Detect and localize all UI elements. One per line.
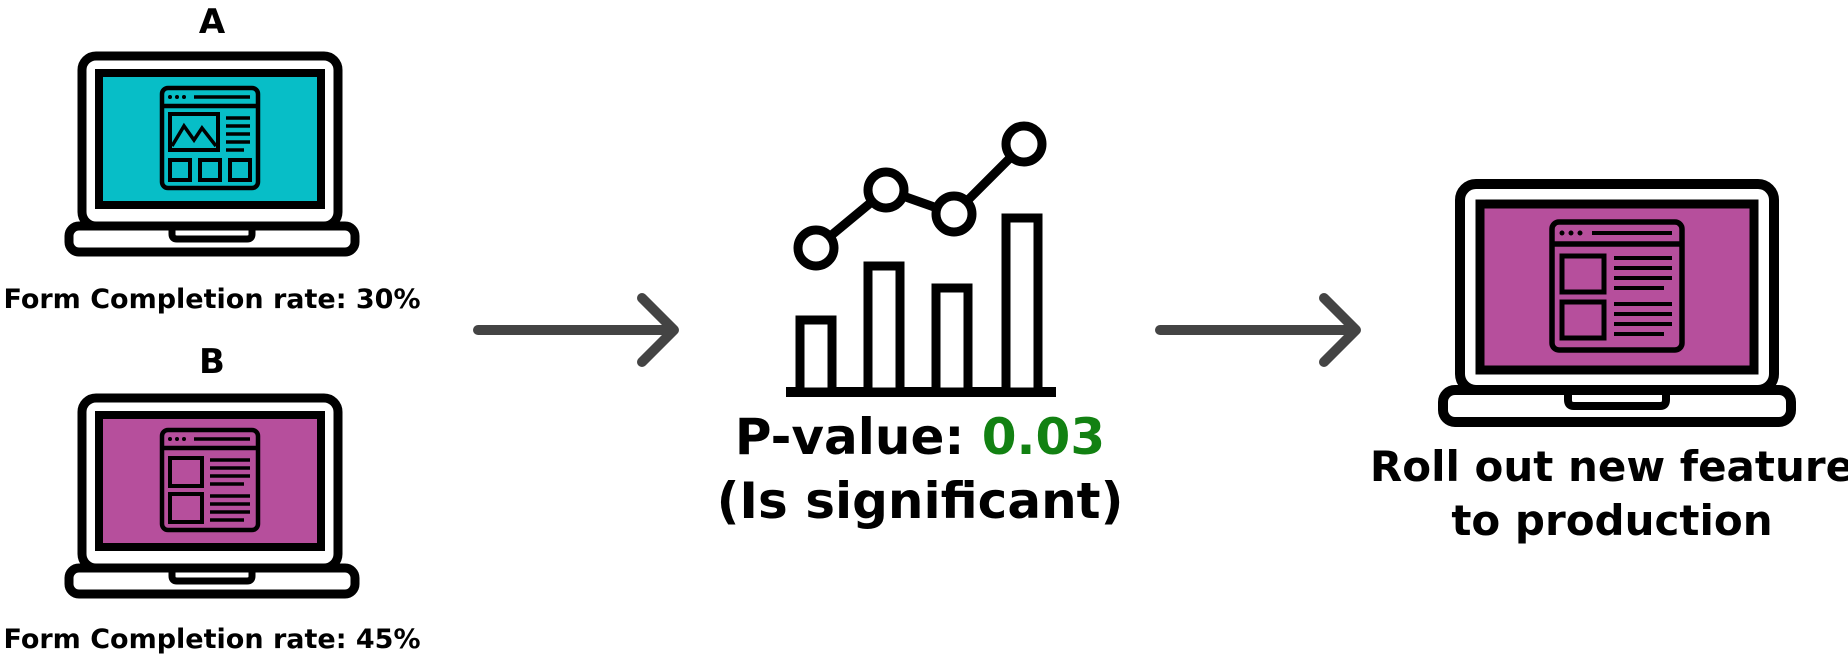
outcome-line-1: Roll out new feature [1369, 442, 1848, 491]
variant-b-rate-label: Form Completion rate: 45% [3, 624, 421, 655]
right-arrow-icon [473, 293, 679, 367]
variant-b-letter: B [199, 342, 225, 382]
right-arrow-icon [1155, 293, 1361, 367]
variant-a-rate-label: Form Completion rate: 30% [3, 284, 421, 315]
variant-a-letter: A [198, 2, 226, 42]
variant-a-laptop-icon [64, 51, 360, 257]
pvalue-prefix: P-value: [734, 408, 982, 466]
final-laptop-icon [1438, 179, 1796, 427]
pvalue-line: P-value: 0.03 [620, 408, 1220, 466]
outcome-line-2: to production [1451, 496, 1773, 545]
significance-label: (Is significant) [716, 472, 1124, 530]
pvalue-value: 0.03 [981, 408, 1106, 466]
bar-line-chart-icon [786, 121, 1056, 397]
variant-b-laptop-icon [64, 393, 360, 599]
